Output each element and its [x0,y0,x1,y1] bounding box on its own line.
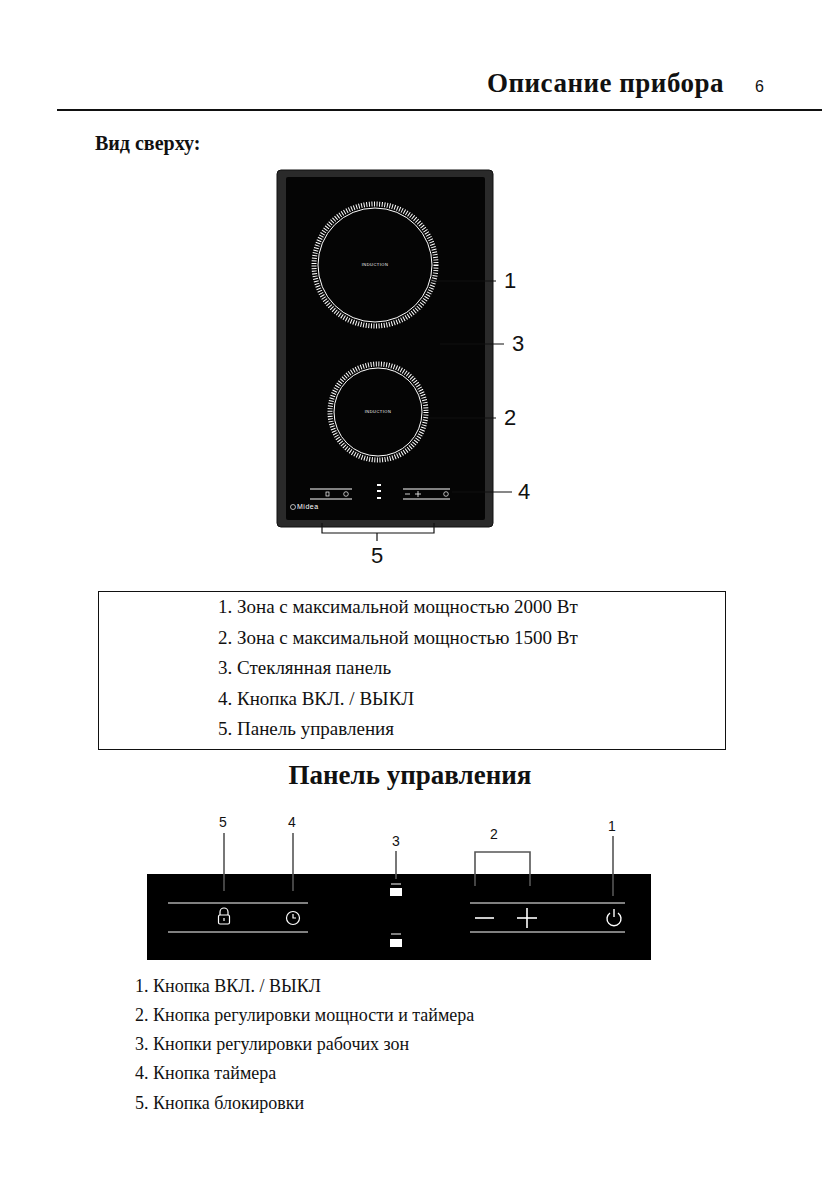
header-rule [57,109,822,111]
callout-number: 1 [608,818,616,834]
list-item: 2. Кнопка регулировки мощности и таймера [135,1005,474,1026]
section-heading: Панель управления [289,760,532,791]
callout-number: 4 [288,814,296,830]
list-item: 1. Кнопка ВКЛ. / ВЫКЛ [135,976,321,997]
leader-lines [224,833,613,896]
callout-number: 3 [512,331,524,356]
brand-logo: Midea [297,503,319,511]
callout-number: 3 [392,833,400,849]
table-row: 2. Зона с максимальной мощностью 1500 Вт [99,623,725,654]
zone-marking: INDUCTION [365,410,392,415]
callout-number: 1 [504,268,516,293]
table-row: 5. Панель управления [99,714,725,745]
spec-table: 1. Зона с максимальной мощностью 2000 Вт… [98,591,726,750]
leader-lines [322,281,512,541]
table-row: 3. Стеклянная панель [99,653,725,684]
section-heading: Вид сверху: [95,132,200,155]
list-item: 4. Кнопка таймера [135,1063,276,1084]
callout-number: 5 [371,543,383,568]
callout-number: 4 [518,479,530,504]
callout-number: 2 [490,826,498,842]
list-item: 5. Кнопка блокировки [135,1093,304,1114]
page-number: 6 [755,78,764,96]
zone-marking: INDUCTION [362,263,389,268]
page-title: Описание прибора [487,68,724,99]
control-panel-drawing [147,874,651,960]
table-row: 4. Кнопка ВКЛ. / ВЫКЛ [99,684,725,715]
callout-number: 2 [504,405,516,430]
list-item: 3. Кнопки регулировки рабочих зон [135,1034,409,1055]
table-row: 1. Зона с максимальной мощностью 2000 Вт [99,592,725,623]
callout-number: 5 [219,814,227,830]
cooktop-drawing [277,170,493,527]
